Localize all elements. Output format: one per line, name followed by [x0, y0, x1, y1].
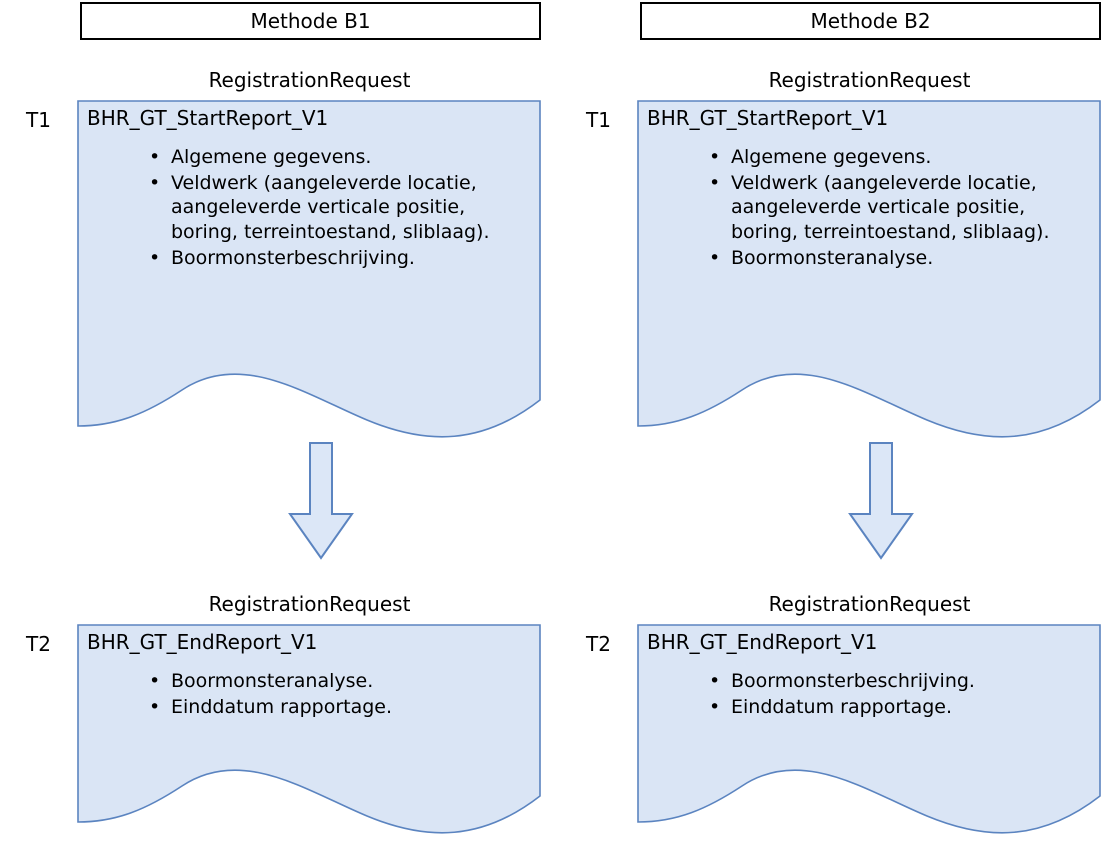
registration-request-caption-b1-t2: RegistrationRequest [208, 592, 411, 616]
document-title-b2-t2: BHR_GT_EndReport_V1 [647, 630, 878, 654]
document-title-b2-t1: BHR_GT_StartReport_V1 [647, 106, 889, 130]
list-item: • Boormonsteranalyse. [149, 669, 531, 694]
list-item-label: Algemene gegevens. [731, 146, 932, 168]
bullet-icon: • [149, 670, 161, 692]
list-item-label: Veldwerk (aangeleverde locatie, aangelev… [731, 171, 1050, 244]
registration-request-caption-b1-t1: RegistrationRequest [208, 68, 411, 92]
document-outline-icon [637, 100, 1101, 438]
list-item: • Veldwerk (aangeleverde locatie, aangel… [709, 171, 1091, 245]
document-item-list-b1-t2: • Boormonsteranalyse. • Einddatum rappor… [87, 669, 531, 719]
list-item: • Einddatum rapportage. [149, 695, 531, 720]
document-item-list-b1-t1: • Algemene gegevens. • Veldwerk (aangele… [87, 145, 531, 270]
list-item: • Einddatum rapportage. [709, 695, 1091, 720]
list-item-label: Algemene gegevens. [171, 146, 372, 168]
document-title-b1-t1: BHR_GT_StartReport_V1 [87, 106, 329, 130]
list-item: • Veldwerk (aangeleverde locatie, aangel… [149, 171, 531, 245]
method-header-b2: Methode B2 [640, 2, 1101, 40]
list-item-label: Boormonsteranalyse. [731, 246, 934, 269]
list-item: • Boormonsterbeschrijving. [709, 669, 1091, 694]
time-label-b1-t2: T2 [26, 632, 51, 656]
method-header-b1-label: Methode B1 [250, 9, 371, 33]
document-content-b1-t1: BHR_GT_StartReport_V1 • Algemene gegeven… [77, 100, 541, 271]
arrow-down-icon [848, 442, 914, 560]
document-content-b2-t1: BHR_GT_StartReport_V1 • Algemene gegeven… [637, 100, 1101, 271]
flow-arrow-b1 [288, 442, 354, 560]
document-content-b1-t2: BHR_GT_EndReport_V1 • Boormonsteranalyse… [77, 624, 541, 720]
bullet-icon: • [149, 171, 161, 194]
flow-arrow-b2 [848, 442, 914, 560]
document-content-b2-t2: BHR_GT_EndReport_V1 • Boormonsterbeschri… [637, 624, 1101, 720]
document-outline-icon [637, 624, 1101, 834]
method-header-b2-label: Methode B2 [810, 9, 931, 33]
method-header-b1: Methode B1 [80, 2, 541, 40]
document-item-list-b2-t2: • Boormonsterbeschrijving. • Einddatum r… [647, 669, 1091, 719]
document-shape-b1-t1[interactable]: BHR_GT_StartReport_V1 • Algemene gegeven… [77, 100, 541, 445]
document-item-list-b2-t1: • Algemene gegevens. • Veldwerk (aangele… [647, 145, 1091, 270]
arrow-down-icon [288, 442, 354, 560]
document-outline-icon [77, 100, 541, 438]
bullet-icon: • [149, 246, 161, 269]
list-item-label: Einddatum rapportage. [171, 695, 393, 718]
bullet-icon: • [709, 246, 721, 269]
registration-request-caption-b2-t1: RegistrationRequest [768, 68, 971, 92]
document-shape-b1-t2[interactable]: BHR_GT_EndReport_V1 • Boormonsteranalyse… [77, 624, 541, 842]
bullet-icon: • [709, 695, 721, 718]
document-shape-b2-t2[interactable]: BHR_GT_EndReport_V1 • Boormonsterbeschri… [637, 624, 1101, 842]
list-item: • Algemene gegevens. [709, 145, 1091, 170]
list-item: • Boormonsterbeschrijving. [149, 246, 531, 271]
time-label-b2-t2: T2 [586, 632, 611, 656]
bullet-icon: • [709, 146, 721, 168]
list-item-label: Veldwerk (aangeleverde locatie, aangelev… [171, 171, 490, 244]
list-item-label: Einddatum rapportage. [731, 695, 953, 718]
list-item-label: Boormonsteranalyse. [171, 670, 374, 692]
time-label-b2-t1: T1 [586, 108, 611, 132]
list-item: • Boormonsteranalyse. [709, 246, 1091, 271]
list-item-label: Boormonsterbeschrijving. [731, 670, 975, 692]
document-title-b1-t2: BHR_GT_EndReport_V1 [87, 630, 318, 654]
registration-request-caption-b2-t2: RegistrationRequest [768, 592, 971, 616]
time-label-b1-t1: T1 [26, 108, 51, 132]
list-item: • Algemene gegevens. [149, 145, 531, 170]
bullet-icon: • [149, 695, 161, 718]
bullet-icon: • [709, 171, 721, 194]
document-shape-b2-t1[interactable]: BHR_GT_StartReport_V1 • Algemene gegeven… [637, 100, 1101, 445]
document-outline-icon [77, 624, 541, 834]
bullet-icon: • [709, 670, 721, 692]
bullet-icon: • [149, 146, 161, 168]
list-item-label: Boormonsterbeschrijving. [171, 246, 415, 269]
